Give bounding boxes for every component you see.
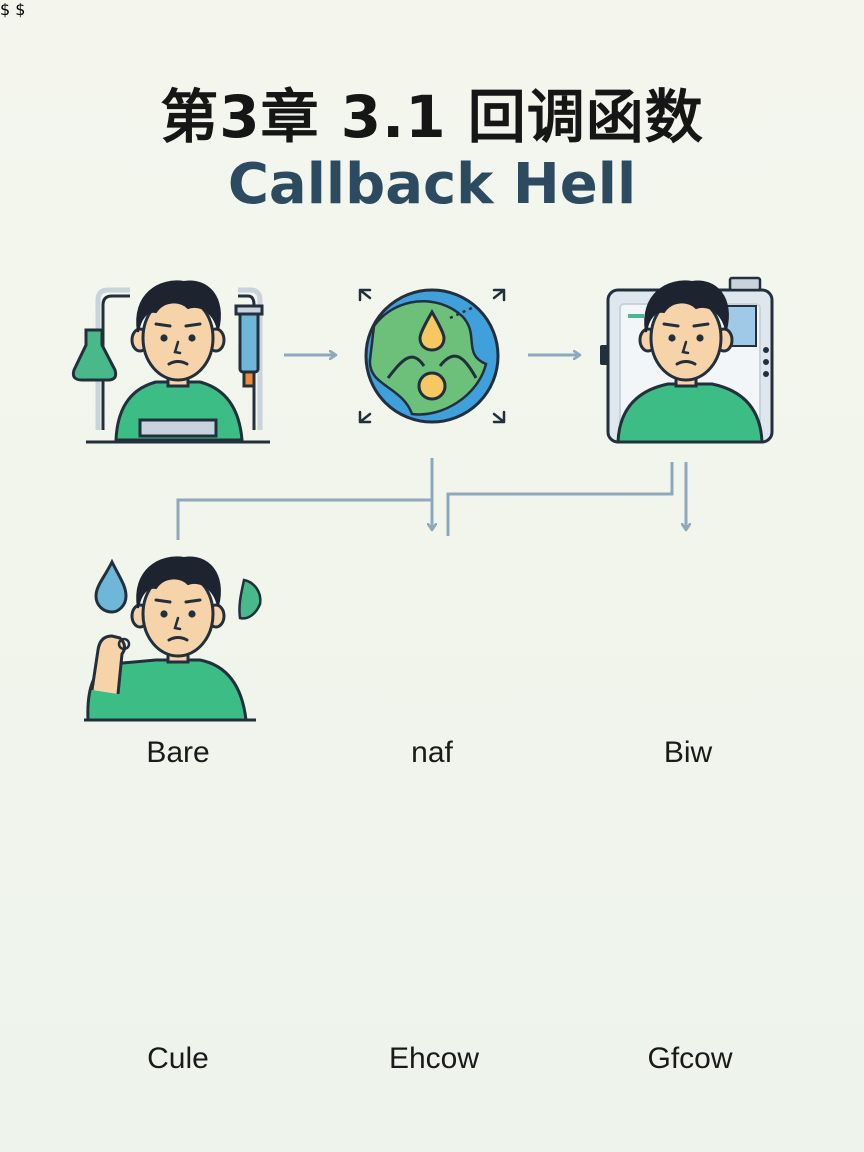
node-globe [358,288,506,424]
connectors-row1-row2 [176,458,686,540]
node-label-gfcow: Gfcow [647,1042,733,1075]
page-title: 第3章 3.1 回调函数 [160,83,704,151]
node-person-lab [71,279,270,444]
node-label-naf: naf [411,736,453,769]
page-subtitle: Callback Hell [227,152,637,217]
arrow-4-5: $ $ [0,0,733,1075]
node-label-ehcow: Ehcow [388,1042,480,1075]
node-label-cule: Cule [147,1042,209,1075]
node-label-bare: Bare [146,736,210,769]
node-label-biw: Biw [663,736,713,769]
dollar-icon: $ [0,0,11,19]
node-person-drop [84,555,262,722]
node-person-device [600,276,774,444]
dollar-icon-2: $ [15,0,26,19]
arrow-7-8: $ Bare naf Biw Cule Ehcow Gfcow const da… [15,0,732,1075]
arrow-5-6: $ $ [0,0,733,1075]
